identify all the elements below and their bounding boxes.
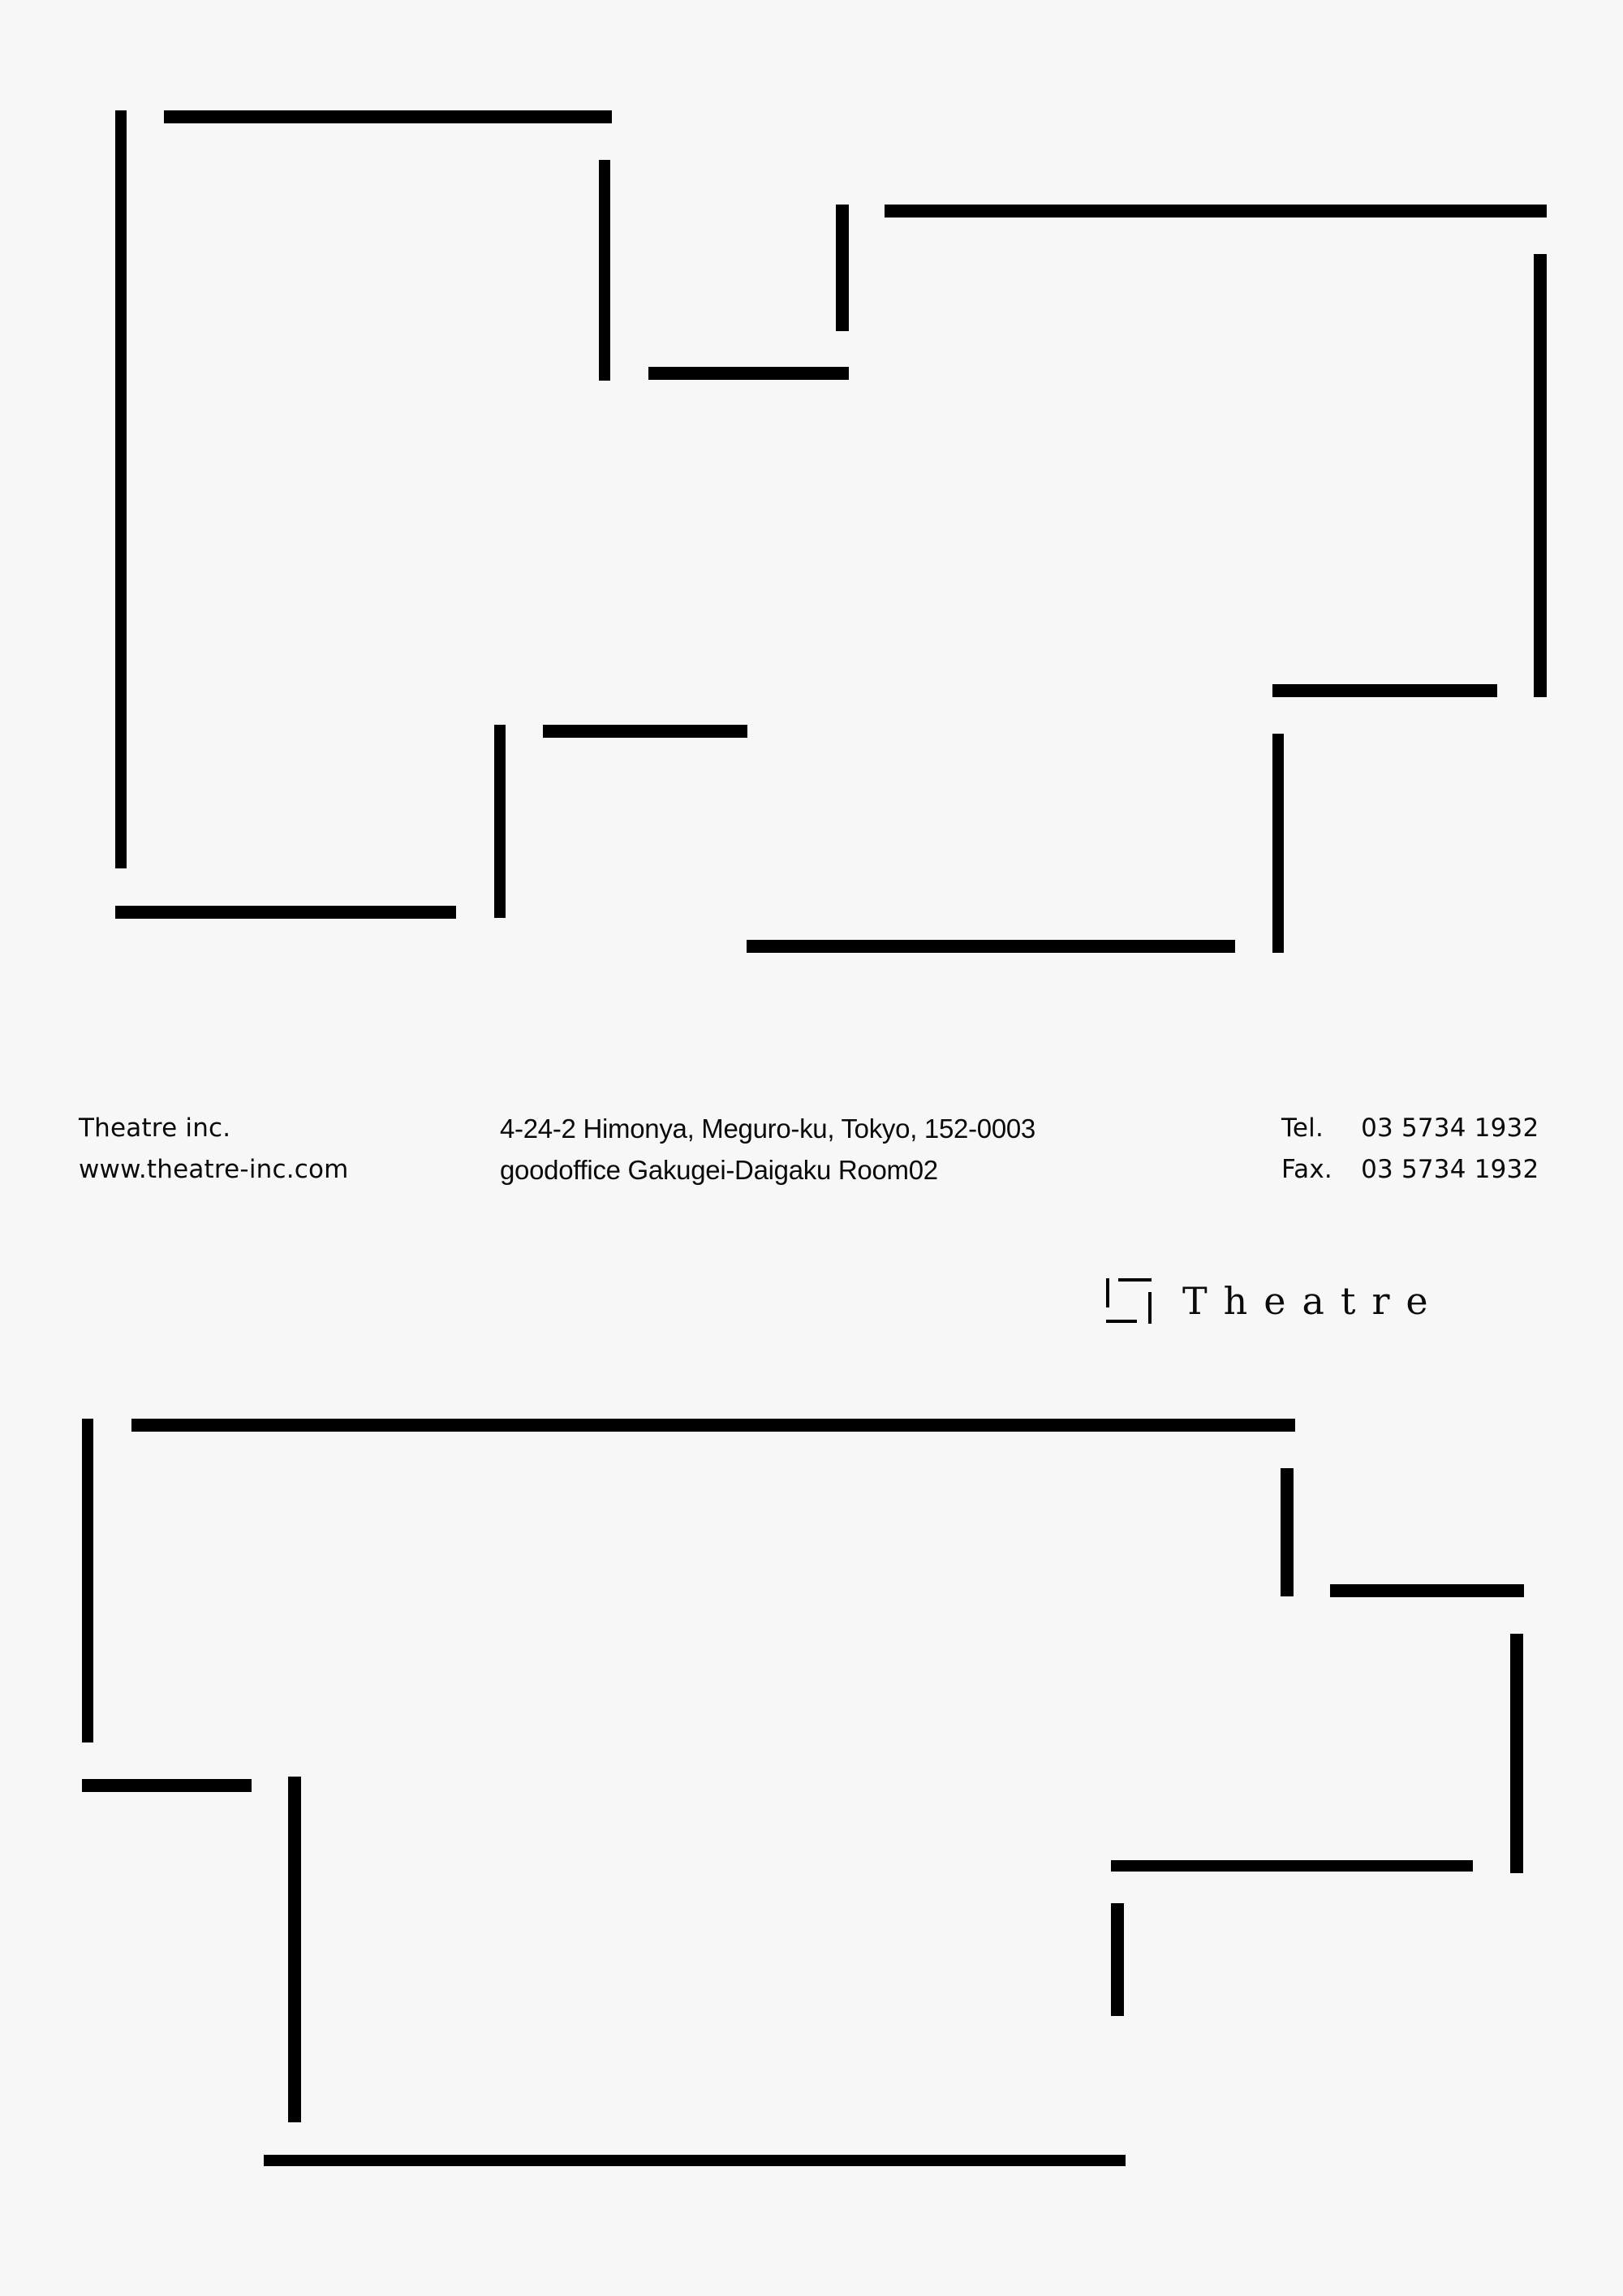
line-segment — [82, 1779, 252, 1792]
line-segment — [494, 725, 506, 918]
company-block: Theatre inc. www.theatre-inc.com — [79, 1108, 349, 1191]
tel-row: Tel. 03 5734 1932 — [1281, 1108, 1539, 1149]
line-segment — [115, 110, 127, 868]
line-segment — [264, 2155, 1126, 2166]
line-segment — [1272, 684, 1497, 697]
address-block: 4-24-2 Himonya, Meguro-ku, Tokyo, 152-00… — [500, 1108, 1035, 1191]
broken-square-icon — [1106, 1278, 1152, 1324]
line-segment — [747, 940, 1235, 953]
company-website-link[interactable]: www.theatre-inc.com — [79, 1155, 349, 1184]
line-segment — [599, 160, 610, 381]
line-segment — [885, 205, 1547, 218]
fax-label: Fax. — [1281, 1155, 1332, 1184]
line-segment — [288, 1777, 301, 2122]
address-line-2: goodoffice Gakugei-Daigaku Room02 — [500, 1155, 938, 1185]
line-segment — [648, 367, 849, 380]
address-line-1: 4-24-2 Himonya, Meguro-ku, Tokyo, 152-00… — [500, 1114, 1035, 1144]
line-segment — [115, 906, 456, 919]
line-segment — [1534, 254, 1547, 697]
logo-wordmark: Theatre — [1182, 1279, 1444, 1323]
line-segment — [1272, 734, 1284, 953]
line-segment — [1111, 1860, 1473, 1872]
tel-label: Tel. — [1281, 1114, 1324, 1143]
line-segment — [82, 1419, 93, 1742]
line-segment — [1510, 1634, 1523, 1873]
fax-row: Fax. 03 5734 1932 — [1281, 1149, 1539, 1191]
line-segment — [543, 725, 747, 738]
contact-block: Tel. 03 5734 1932 Fax. 03 5734 1932 — [1281, 1108, 1539, 1191]
company-name: Theatre inc. — [79, 1114, 231, 1143]
tel-value: 03 5734 1932 — [1361, 1114, 1539, 1143]
line-segment — [1281, 1468, 1294, 1596]
line-segment — [1111, 1903, 1124, 2016]
line-segment — [131, 1419, 1295, 1432]
theatre-logo: Theatre — [1106, 1278, 1444, 1324]
line-segment — [164, 110, 612, 123]
line-segment — [1330, 1584, 1524, 1597]
line-segment — [836, 205, 849, 331]
fax-value: 03 5734 1932 — [1361, 1155, 1539, 1184]
